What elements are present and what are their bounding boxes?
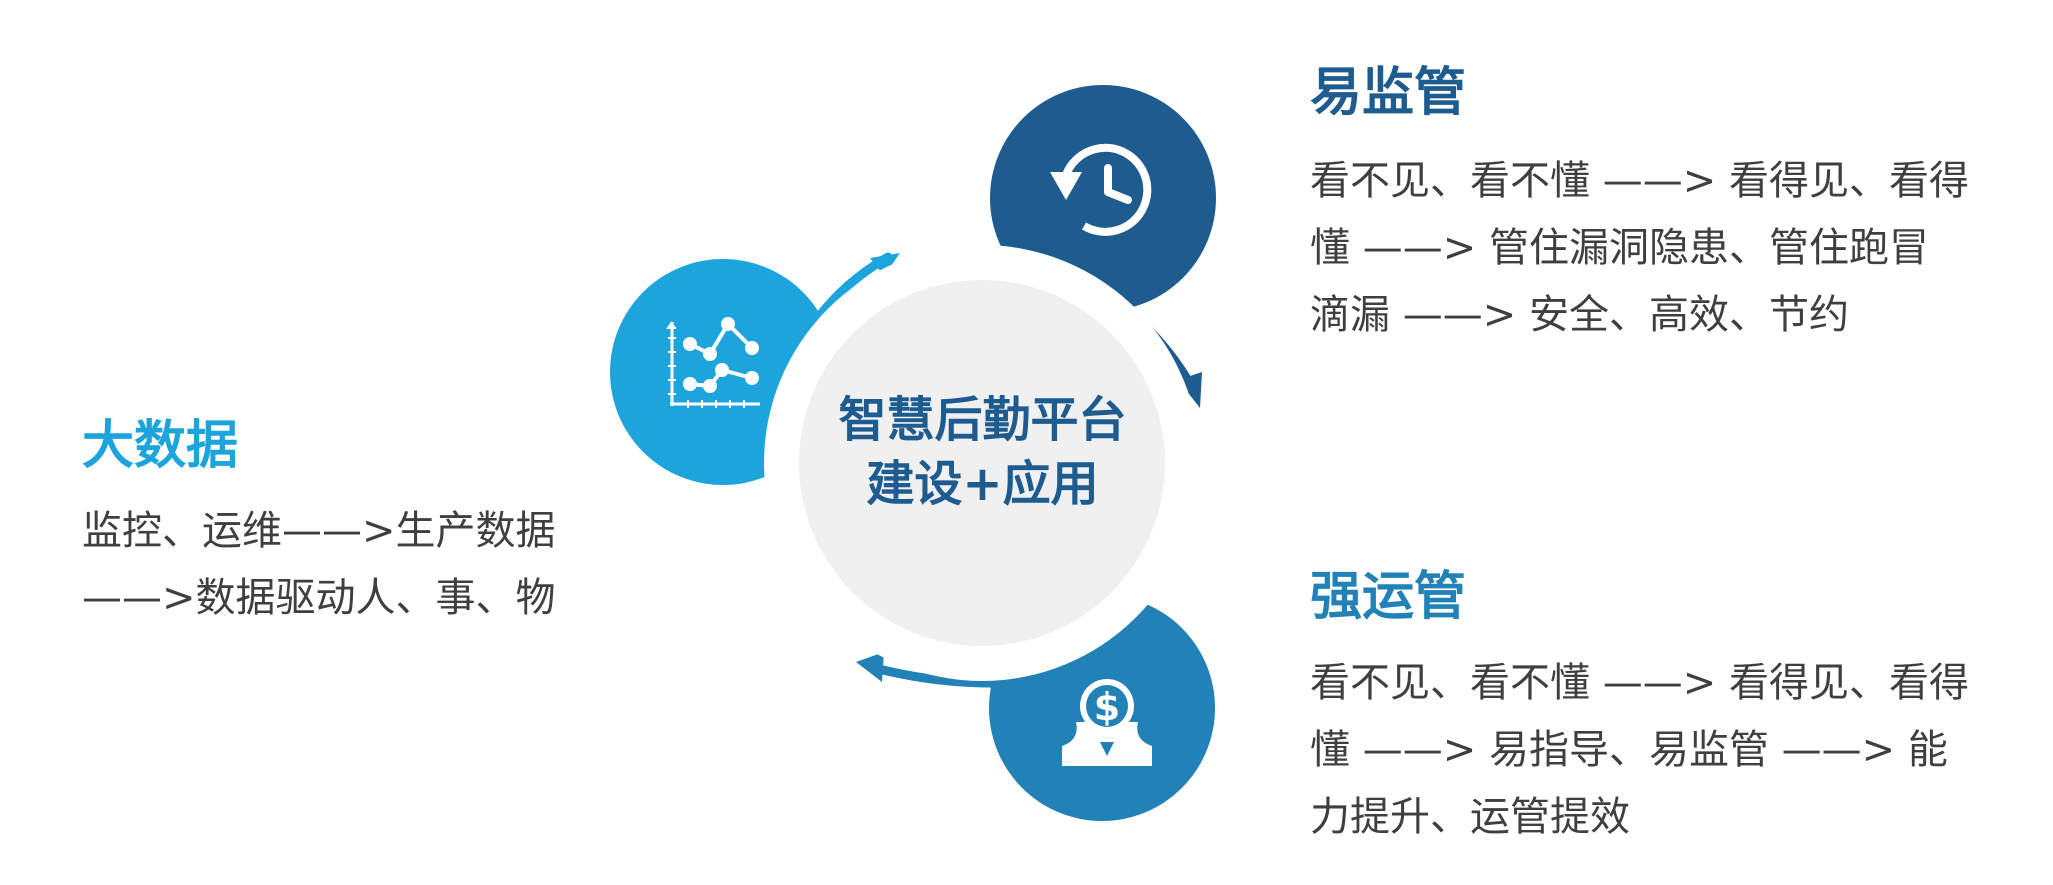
easy-supervision-title: 易监管	[1310, 63, 1467, 123]
easy-supervision-line-3: 滴漏 ——> 安全、高效、节约	[1310, 292, 1849, 338]
center-title: 智慧后勤平台 建设+应用	[790, 388, 1175, 516]
dollar-person-icon: $	[1062, 679, 1152, 766]
arrowhead-clock-to-money	[1178, 372, 1202, 408]
big-data-line-2: ——>数据驱动人、事、物	[82, 575, 556, 621]
strong-operation-line-1: 看不见、看不懂 ——> 看得见、看得	[1310, 660, 1969, 706]
strong-operation-line-3: 力提升、运管提效	[1310, 794, 1630, 840]
easy-supervision-line-2: 懂 ——> 管住漏洞隐患、管住跑冒	[1310, 225, 1929, 271]
center-title-line-1: 智慧后勤平台	[838, 392, 1127, 448]
big-data-title: 大数据	[82, 416, 239, 476]
easy-supervision-line-1: 看不见、看不懂 ——> 看得见、看得	[1310, 158, 1969, 204]
center-circle	[799, 280, 1165, 646]
line-chart-icon	[666, 317, 760, 408]
big-data-desc: 监控、运维——>生产数据 ——>数据驱动人、事、物	[82, 498, 556, 632]
arrowhead-chart-to-clock	[870, 253, 900, 276]
strong-operation-desc: 看不见、看不懂 ——> 看得见、看得 懂 ——> 易指导、易监管 ——> 能 力…	[1310, 650, 1969, 851]
strong-operation-title: 强运管	[1310, 567, 1467, 627]
big-data-line-1: 监控、运维——>生产数据	[82, 508, 556, 554]
center-title-line-2: 建设+应用	[866, 456, 1099, 512]
strong-operation-line-2: 懂 ——> 易指导、易监管 ——> 能	[1310, 727, 1948, 773]
easy-supervision-desc: 看不见、看不懂 ——> 看得见、看得 懂 ——> 管住漏洞隐患、管住跑冒 滴漏 …	[1310, 148, 1969, 349]
clock-node	[990, 85, 1216, 311]
svg-text:$: $	[1094, 685, 1120, 729]
history-clock-icon	[1050, 143, 1152, 236]
arrowhead-money-to-chart	[856, 652, 884, 682]
